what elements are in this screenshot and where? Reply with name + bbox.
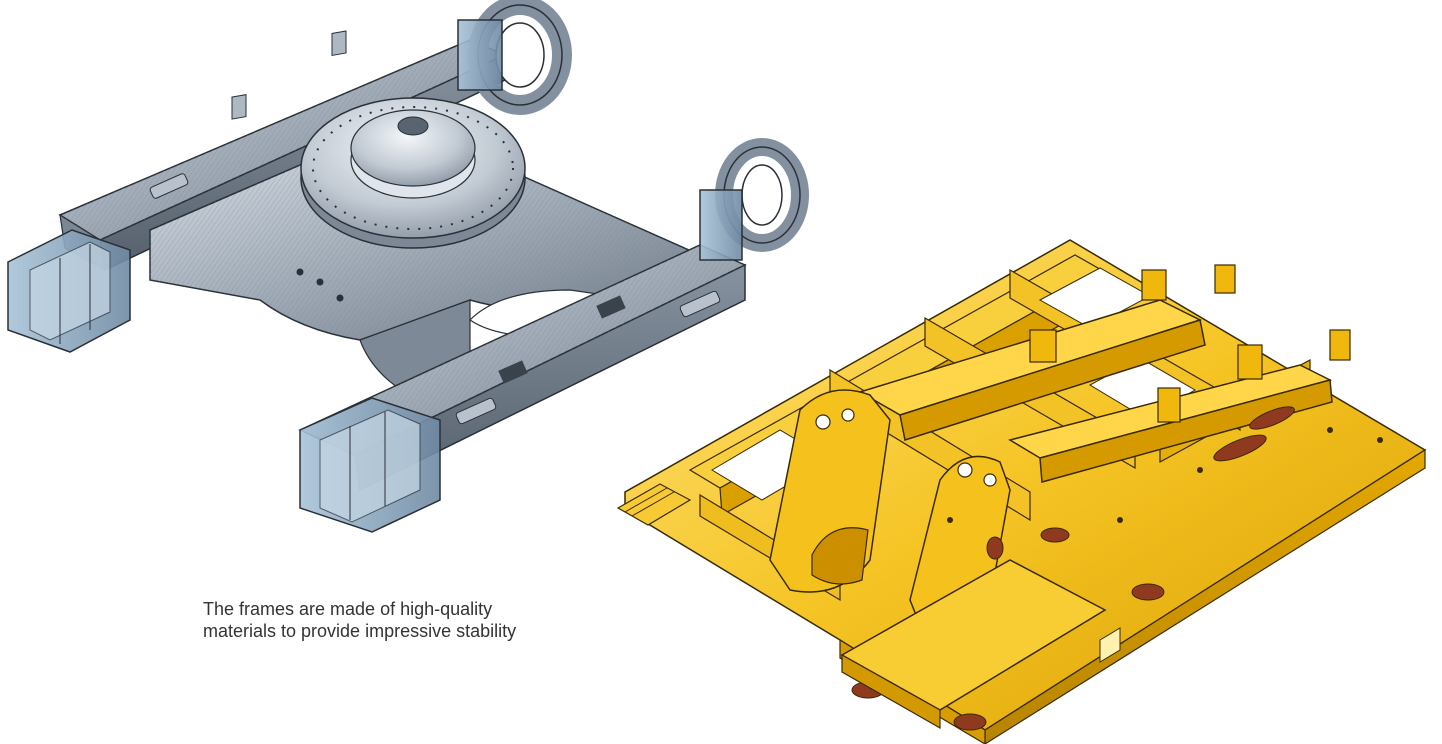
- swing-ring-disc: [300, 97, 526, 249]
- front-idler-lug: [699, 138, 809, 261]
- upright-brackets: [1029, 264, 1351, 423]
- front-counterweight-block: [840, 559, 1121, 730]
- frame-holes: [851, 406, 1383, 731]
- caption-line-2: materials to provide impressive stabilit…: [203, 621, 517, 641]
- undercarriage-frame-illustration: [7, 0, 809, 533]
- left-end-housing-front: [299, 397, 441, 533]
- caption-text: The frames are made of high-quality mate…: [203, 598, 623, 642]
- front-track-beam: [298, 244, 747, 492]
- rear-idler-lug: [457, 0, 572, 115]
- step-plate-left: [616, 483, 692, 526]
- caption-line-1: The frames are made of high-quality: [203, 599, 493, 619]
- left-end-housing-rear: [7, 229, 131, 353]
- center-body: [149, 158, 702, 421]
- upper-frame-illustration: [616, 239, 1427, 744]
- boom-foot-plate-left: [769, 389, 891, 593]
